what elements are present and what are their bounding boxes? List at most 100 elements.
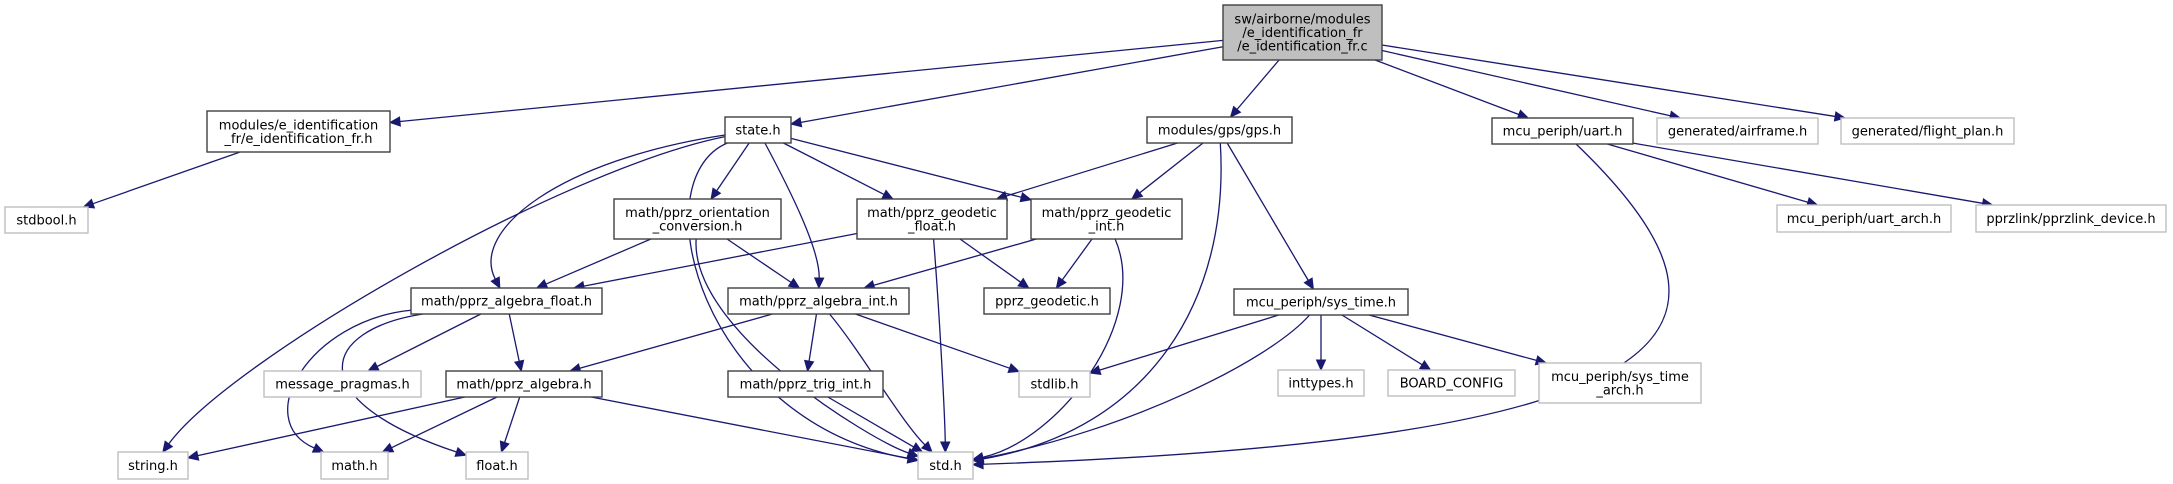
node-label: modules/e_identification bbox=[219, 118, 378, 133]
node-pprzlink: pprzlink/pprzlink_device.h bbox=[1975, 204, 2167, 233]
edges-layer bbox=[82, 39, 1994, 470]
node-eid-h[interactable]: modules/e_identification_fr/e_identifica… bbox=[206, 110, 391, 153]
arrowhead-icon bbox=[186, 450, 200, 461]
node-label: state.h bbox=[735, 124, 780, 139]
edge-gps-to-geo_float bbox=[995, 142, 1178, 201]
node-inttypes: inttypes.h bbox=[1277, 369, 1365, 397]
edge-geo_float-to-geodetic bbox=[959, 238, 1030, 289]
node-label: _fr/e_identification_fr.h bbox=[224, 132, 373, 147]
node-std: std.h bbox=[917, 451, 974, 480]
node-label: stdbool.h bbox=[16, 214, 76, 229]
node-label: string.h bbox=[128, 459, 178, 474]
arrowhead-icon bbox=[367, 361, 380, 372]
node-trig-int[interactable]: math/pprz_trig_int.h bbox=[727, 370, 884, 398]
edge-root-to-gps bbox=[1229, 59, 1280, 118]
edge-line bbox=[503, 396, 521, 443]
edge-line bbox=[982, 238, 1124, 458]
edge-root-to-state bbox=[789, 46, 1224, 128]
node-label: math/pprz_orientation bbox=[625, 206, 770, 221]
edge-alg_float-to-msg_pragmas bbox=[367, 313, 482, 372]
edge-state-to-orient bbox=[710, 142, 750, 201]
edge-line bbox=[808, 313, 818, 362]
node-gps[interactable]: modules/gps/gps.h bbox=[1146, 116, 1293, 144]
node-label: message_pragmas.h bbox=[275, 378, 410, 393]
node-label: _int.h bbox=[1088, 219, 1125, 234]
nodes-layer: sw/airborne/modules/e_identification_fr/… bbox=[4, 4, 2167, 480]
edge-line bbox=[168, 136, 726, 445]
edge-root-to-uart bbox=[1374, 59, 1530, 120]
node-box bbox=[263, 370, 422, 398]
node-box bbox=[1277, 369, 1365, 397]
node-float: float.h bbox=[465, 451, 529, 480]
node-string: string.h bbox=[117, 451, 189, 480]
node-root: sw/airborne/modules/e_identification_fr/… bbox=[1222, 4, 1383, 61]
edge-uart-to-uart_arch bbox=[1607, 143, 1819, 208]
edge-alg_float-to-algebra bbox=[508, 313, 525, 373]
edge-line bbox=[687, 142, 909, 460]
arrowhead-icon bbox=[1130, 188, 1144, 200]
edge-line bbox=[1607, 143, 1809, 203]
edge-orient-to-alg_float bbox=[535, 238, 652, 289]
node-algebra[interactable]: math/pprz_algebra.h bbox=[445, 370, 603, 398]
edge-line bbox=[1236, 59, 1280, 110]
node-label: math/pprz_algebra_int.h bbox=[739, 295, 898, 310]
edge-line bbox=[726, 238, 792, 283]
node-box bbox=[1233, 288, 1409, 316]
arrowhead-icon bbox=[1303, 277, 1314, 291]
node-airframe: generated/airframe.h bbox=[1656, 117, 1819, 145]
node-label: _conversion.h bbox=[652, 219, 743, 234]
edge-root-to-flight_plan bbox=[1381, 44, 1847, 122]
node-label: math.h bbox=[331, 459, 377, 474]
arrowhead-icon bbox=[1418, 359, 1432, 371]
edge-orient-to-std bbox=[695, 238, 920, 458]
node-box bbox=[1146, 116, 1293, 144]
edge-state-to-alg_float bbox=[490, 134, 726, 290]
edge-line bbox=[982, 314, 1311, 459]
node-box bbox=[1222, 4, 1383, 61]
node-geo-float[interactable]: math/pprz_geodetic_float.h bbox=[856, 198, 1008, 240]
node-box bbox=[1030, 198, 1183, 240]
edge-line bbox=[1005, 142, 1178, 197]
node-geodetic[interactable]: pprz_geodetic.h bbox=[983, 287, 1111, 315]
node-label: BOARD_CONFIG bbox=[1400, 377, 1504, 392]
node-label: _arch.h bbox=[1595, 383, 1643, 398]
node-box bbox=[1776, 204, 1952, 233]
edge-geo_int-to-std bbox=[971, 238, 1124, 463]
edge-algebra-to-string bbox=[186, 396, 465, 461]
node-geo-int[interactable]: math/pprz_geodetic_int.h bbox=[1030, 198, 1183, 240]
edge-line bbox=[1374, 59, 1520, 116]
arrowhead-icon bbox=[787, 277, 801, 289]
node-alg-int[interactable]: math/pprz_algebra_int.h bbox=[727, 287, 910, 315]
node-box bbox=[1018, 370, 1091, 398]
arrowhead-icon bbox=[1315, 359, 1327, 372]
edge-state-to-geo_int bbox=[790, 137, 1033, 203]
edge-line bbox=[399, 39, 1224, 123]
edge-line bbox=[376, 313, 482, 368]
node-label: math/pprz_algebra.h bbox=[456, 378, 591, 393]
node-alg-float[interactable]: math/pprz_algebra_float.h bbox=[410, 287, 603, 315]
arrowhead-icon bbox=[1088, 364, 1102, 376]
edge-sys_time-to-std bbox=[971, 314, 1311, 464]
arrowhead-icon bbox=[910, 442, 924, 453]
edge-line bbox=[855, 313, 1010, 369]
edge-line bbox=[92, 151, 241, 205]
arrowhead-icon bbox=[906, 453, 920, 464]
edge-line bbox=[790, 137, 1022, 198]
edge-line bbox=[1099, 314, 1279, 371]
arrowhead-icon bbox=[1017, 277, 1030, 289]
node-box bbox=[983, 287, 1111, 315]
node-orient[interactable]: math/pprz_orientation_conversion.h bbox=[613, 198, 782, 240]
arrowhead-icon bbox=[388, 116, 401, 127]
node-stdbool: stdbool.h bbox=[4, 206, 89, 234]
node-state[interactable]: state.h bbox=[724, 116, 792, 144]
edge-alg_float-to-float bbox=[341, 313, 468, 457]
node-sys-time[interactable]: mcu_periph/sys_time.h bbox=[1233, 288, 1409, 316]
node-sys-time-arch: mcu_periph/sys_time_arch.h bbox=[1538, 362, 1702, 404]
node-box bbox=[117, 451, 189, 480]
edge-root-to-eid_h bbox=[388, 39, 1224, 127]
edge-geo_float-to-std bbox=[932, 238, 951, 454]
node-label: pprzlink/pprzlink_device.h bbox=[1986, 212, 2155, 227]
node-uart[interactable]: mcu_periph/uart.h bbox=[1491, 117, 1634, 145]
arrowhead-icon bbox=[1229, 105, 1242, 118]
